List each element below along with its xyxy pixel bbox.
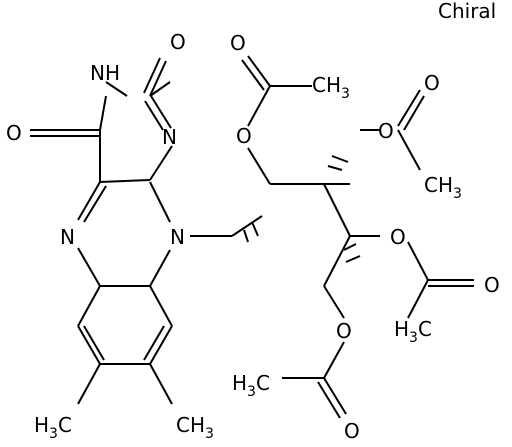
atom-oxygen: O	[336, 319, 352, 343]
atom-oxygen: O	[170, 30, 186, 54]
bond	[77, 247, 101, 287]
bond	[403, 95, 425, 131]
methyl-label: CH3	[424, 173, 462, 202]
bond	[150, 95, 172, 129]
bond	[77, 325, 101, 365]
methyl-label: CH3	[312, 73, 350, 102]
bond	[83, 185, 107, 223]
atom-nitrogen: N	[170, 225, 185, 249]
bond	[247, 147, 271, 185]
bond	[143, 57, 161, 94]
bond	[397, 89, 421, 127]
bond	[99, 95, 107, 131]
bond	[77, 285, 101, 327]
bond	[105, 81, 128, 97]
bond	[149, 60, 167, 97]
bond	[149, 325, 173, 365]
bond	[83, 325, 105, 361]
atom-oxygen: O	[6, 121, 22, 145]
bond	[77, 363, 101, 405]
stereo-wedges	[243, 155, 361, 263]
methyl-label: H3C	[394, 317, 432, 346]
atom-oxygen: O	[378, 119, 394, 143]
atom-nitrogen: N	[90, 61, 105, 85]
methyl-label: CH3	[176, 413, 214, 442]
bond	[77, 181, 101, 221]
bond	[99, 179, 151, 183]
bond	[317, 381, 341, 419]
bond	[407, 279, 429, 319]
atom-labels: O N H O N N N O O O O O O O O	[6, 30, 500, 443]
bond	[397, 129, 421, 171]
chiral-label: Chiral	[438, 0, 496, 23]
methyl-label: H3C	[232, 371, 270, 400]
bond	[144, 100, 164, 131]
bond	[323, 235, 351, 287]
hash-bond	[251, 221, 259, 237]
hash-bond	[345, 255, 361, 263]
atom-oxygen: O	[236, 124, 252, 148]
bond	[323, 183, 351, 237]
bond	[149, 285, 173, 327]
bond	[149, 249, 171, 287]
atom-hydrogen: H	[105, 61, 120, 85]
atom-nitrogen: N	[60, 225, 75, 249]
bond	[149, 181, 171, 223]
bond	[241, 59, 265, 91]
bond	[149, 81, 171, 97]
bond	[323, 285, 345, 319]
bond	[323, 341, 345, 379]
methyl-labels: CH3 CH3 H3C H3C H3C CH3	[34, 73, 462, 442]
atom-nitrogen: N	[162, 125, 177, 149]
bond	[231, 215, 263, 237]
bond	[247, 55, 271, 87]
atom-oxygen: O	[230, 31, 246, 55]
bond	[323, 377, 347, 415]
atom-oxygen: O	[484, 273, 500, 297]
bond	[149, 363, 173, 405]
methyl-label: H3C	[34, 413, 72, 442]
bond	[407, 241, 429, 281]
bonds	[30, 55, 474, 419]
atom-oxygen: O	[424, 71, 440, 95]
hash-bond	[327, 165, 343, 171]
bond	[247, 85, 271, 127]
hash-bond	[243, 229, 249, 243]
hash-bond	[343, 243, 357, 251]
atom-oxygen: O	[390, 225, 406, 249]
bond	[149, 145, 173, 181]
atom-oxygen: O	[344, 419, 360, 443]
bond	[143, 325, 165, 361]
hash-bond	[331, 155, 349, 163]
